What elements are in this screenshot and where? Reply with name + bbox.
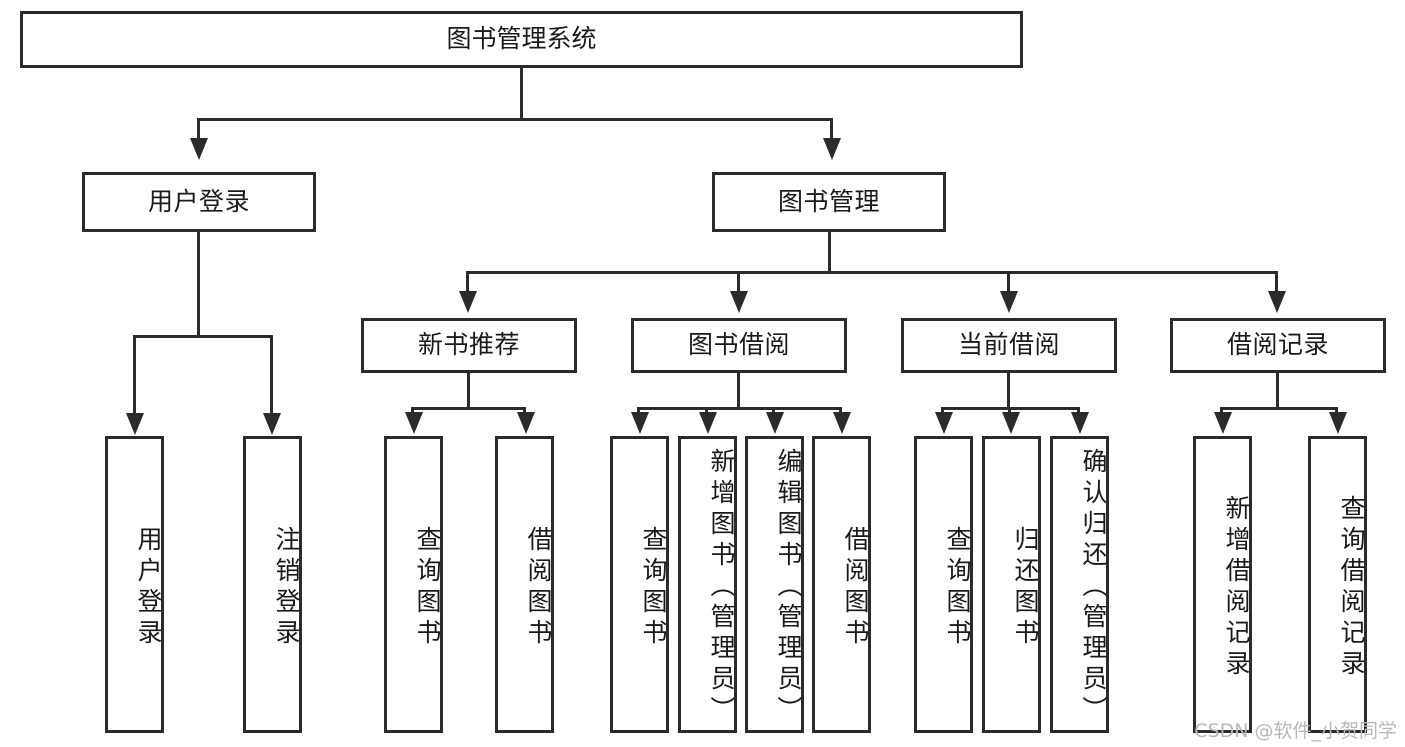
arrow-to-leaf-br-2 — [1329, 412, 1347, 434]
connector-root-stem — [520, 68, 523, 118]
connector-book-manage-bus — [466, 271, 1278, 274]
node-book-manage[interactable]: 图书管理 — [712, 172, 946, 232]
leaf-bb-edit-book-admin[interactable]: 编辑图书（管理员） — [745, 436, 804, 733]
arrow-to-current-borrow — [1000, 291, 1018, 313]
arrow-to-book-borrow — [730, 291, 748, 313]
connector-bm-drop-2 — [737, 271, 740, 293]
leaf-br-query-record[interactable]: 查询借阅记录 — [1308, 436, 1367, 733]
leaf-bb-query-book[interactable]: 查询图书 — [610, 436, 669, 733]
node-label: 编辑图书（管理员） — [774, 448, 803, 727]
connector-user-login-bus — [133, 335, 273, 338]
leaf-bb-borrow-book[interactable]: 借阅图书 — [812, 436, 871, 733]
node-label: 当前借阅 — [957, 330, 1060, 360]
arrow-to-leaf-bb-3 — [766, 412, 784, 434]
node-label: 借阅图书 — [841, 525, 870, 650]
leaf-user-login[interactable]: 用户登录 — [105, 436, 164, 733]
arrow-to-leaf-logout — [263, 413, 281, 435]
connector-user-login-stem — [197, 232, 200, 335]
leaf-nb-borrow-book[interactable]: 借阅图书 — [495, 436, 554, 733]
arrow-to-leaf-bb-4 — [833, 412, 851, 434]
arrow-to-leaf-bb-2 — [699, 412, 717, 434]
connector-bb-stem — [737, 373, 740, 407]
node-label: 新书推荐 — [417, 330, 520, 360]
connector-nb-bus — [411, 407, 526, 410]
node-new-book[interactable]: 新书推荐 — [361, 318, 577, 373]
arrow-to-leaf-nb-1 — [405, 412, 423, 434]
arrow-to-leaf-cb-1 — [935, 412, 953, 434]
leaf-nb-query-book[interactable]: 查询图书 — [384, 436, 443, 733]
connector-bm-drop-4 — [1275, 271, 1278, 293]
node-label: 查询借阅记录 — [1337, 494, 1366, 681]
node-label: 图书管理系统 — [446, 24, 597, 54]
arrow-to-book-manage — [823, 138, 841, 160]
node-label: 借阅图书 — [524, 525, 553, 650]
connector-br-stem — [1276, 373, 1279, 407]
arrow-to-borrow-record — [1268, 291, 1286, 313]
connector-user-login-drop-1 — [133, 335, 136, 415]
connector-br-bus — [1220, 407, 1338, 410]
arrow-to-leaf-cb-3 — [1071, 412, 1089, 434]
node-label: 用户登录 — [134, 525, 163, 650]
connector-nb-stem — [467, 373, 470, 407]
leaf-bb-add-book-admin[interactable]: 新增图书（管理员） — [678, 436, 737, 733]
node-label: 新增图书（管理员） — [707, 448, 736, 727]
node-label: 图书借阅 — [687, 330, 790, 360]
arrow-to-leaf-br-1 — [1214, 412, 1232, 434]
node-label: 查询图书 — [639, 525, 668, 650]
node-label: 借阅记录 — [1226, 330, 1329, 360]
node-root-system[interactable]: 图书管理系统 — [20, 11, 1023, 68]
leaf-cb-return-book[interactable]: 归还图书 — [982, 436, 1041, 733]
node-borrow-record[interactable]: 借阅记录 — [1170, 318, 1386, 373]
node-label: 查询图书 — [413, 525, 442, 650]
connector-bm-drop-3 — [1007, 271, 1010, 293]
leaf-cb-query-book[interactable]: 查询图书 — [914, 436, 973, 733]
leaf-logout[interactable]: 注销登录 — [243, 436, 302, 733]
connector-book-manage-stem — [828, 232, 831, 271]
connector-cb-stem — [1007, 373, 1010, 407]
connector-user-login-drop-2 — [270, 335, 273, 415]
arrow-to-new-book — [459, 291, 477, 313]
arrow-to-leaf-user-login — [126, 413, 144, 435]
connector-root-drop-left — [197, 118, 200, 140]
node-book-borrow[interactable]: 图书借阅 — [631, 318, 847, 373]
node-label: 图书管理 — [777, 186, 880, 216]
leaf-br-add-record[interactable]: 新增借阅记录 — [1193, 436, 1252, 733]
node-label: 确认归还（管理员） — [1079, 448, 1108, 727]
node-current-borrow[interactable]: 当前借阅 — [901, 318, 1117, 373]
arrow-to-leaf-bb-1 — [631, 412, 649, 434]
arrow-to-leaf-cb-2 — [1002, 412, 1020, 434]
watermark-text: CSDN @软件_小贺同学 — [1194, 720, 1397, 742]
arrow-to-user-login — [190, 138, 208, 160]
arrow-to-leaf-nb-2 — [517, 412, 535, 434]
node-label: 注销登录 — [272, 525, 301, 650]
connector-root-drop-right — [830, 118, 833, 140]
leaf-cb-confirm-return-admin[interactable]: 确认归还（管理员） — [1050, 436, 1109, 733]
node-label: 查询图书 — [943, 525, 972, 650]
connector-bb-bus — [637, 407, 842, 410]
node-label: 归还图书 — [1011, 525, 1040, 650]
node-label: 用户登录 — [147, 186, 250, 216]
connector-root-bus — [197, 118, 833, 121]
connector-bm-drop-1 — [466, 271, 469, 293]
node-label: 新增借阅记录 — [1222, 494, 1251, 681]
node-user-login[interactable]: 用户登录 — [82, 172, 316, 232]
